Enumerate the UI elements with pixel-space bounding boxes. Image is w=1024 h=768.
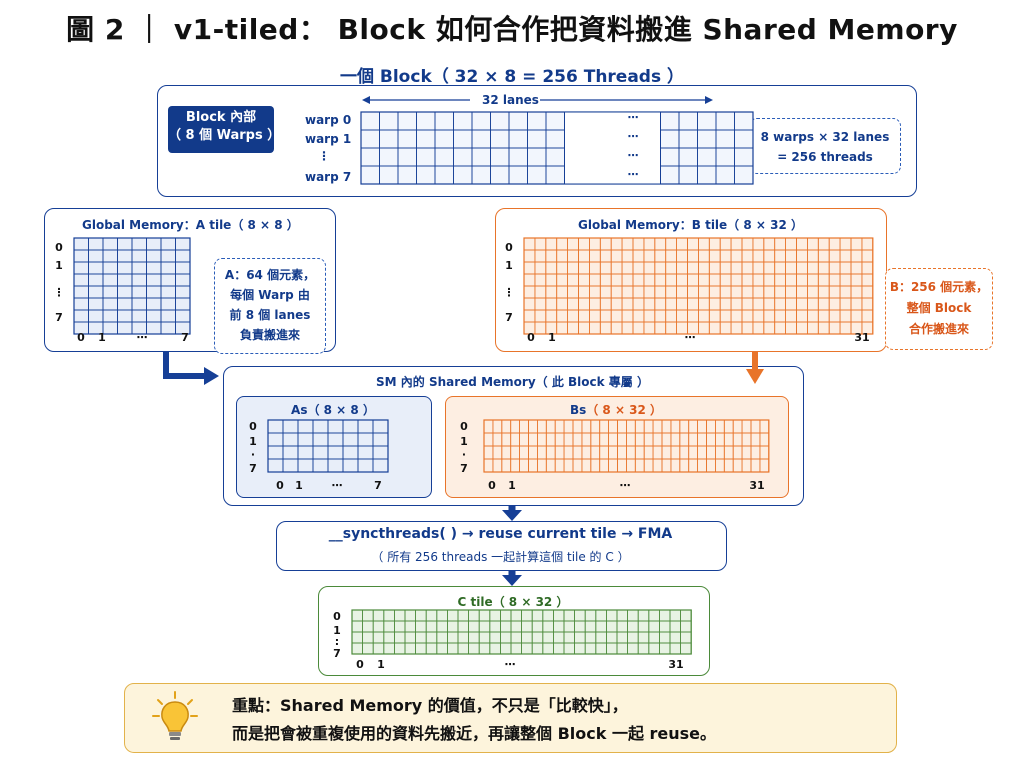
warp-label-0: warp 0 <box>305 113 352 127</box>
global-a-title: Global Memory：A tile（ 8 × 8 ） <box>82 218 299 232</box>
global-b-note: B：256 個元素， 整個 Block 合作搬進來 <box>885 268 993 350</box>
global-a-note: A：64 個元素， 每個 Warp 由 前 8 個 lanes 負責搬進來 <box>214 258 326 354</box>
key-point-line1: 重點：Shared Memory 的價值，不只是「比較快」， <box>232 696 628 715</box>
block-badge-line2: （ 8 個 Warps ） <box>168 128 281 143</box>
arrow-a-to-sm <box>163 352 206 379</box>
block-badge: Block 內部 （ 8 個 Warps ） <box>168 106 281 153</box>
global-b-note-line1: B：256 個元素， <box>889 280 989 294</box>
c-tile-title: C tile（ 8 × 32 ） <box>457 595 569 609</box>
block-note: 8 warps × 32 lanes = 256 threads <box>749 118 901 174</box>
lanes-label: 32 lanes <box>478 93 543 107</box>
sync-line2: （ 所有 256 threads 一起計算這個 tile 的 C ） <box>371 550 630 564</box>
warp-label-1: warp 1 <box>305 132 352 146</box>
global-a-note-line4: 負責搬進來 <box>239 328 300 342</box>
warp-label-dots: ⋮ <box>318 149 330 163</box>
key-point-line2: 而是把會被重複使用的資料先搬近，再讓整個 Block 一起 reuse。 <box>232 724 717 743</box>
key-point-box <box>124 683 897 753</box>
global-b-note-line2: 整個 Block <box>906 301 972 315</box>
block-badge-line1: Block 內部 <box>185 110 257 125</box>
block-heading: 一個 Block（ 32 × 8 = 256 Threads ） <box>339 67 685 87</box>
global-b-title: Global Memory：B tile（ 8 × 32 ） <box>578 218 803 232</box>
sync-line1: __syncthreads( ) → reuse current tile → … <box>328 526 673 542</box>
arrowhead-a-to-sm <box>204 367 219 385</box>
as-title: As（ 8 × 8 ） <box>291 403 375 417</box>
block-note-line1: 8 warps × 32 lanes <box>760 130 890 144</box>
global-a-note-line1: A：64 個元素， <box>224 268 316 282</box>
figure-title: 圖 2 ｜ v1-tiled： Block 如何合作把資料搬進 Shared M… <box>66 13 958 46</box>
sync-box <box>276 521 727 571</box>
bs-title: Bs（ 8 × 32 ） <box>445 401 787 418</box>
warp-label-7: warp 7 <box>305 170 352 184</box>
arrowhead-sm-to-sync <box>502 510 522 521</box>
lightbulb-icon <box>150 690 200 744</box>
block-note-line2: = 256 threads <box>777 150 873 164</box>
sm-title: SM 內的 Shared Memory（ 此 Block 專屬 ） <box>376 375 649 389</box>
global-b-note-line3: 合作搬進來 <box>908 322 969 336</box>
bs-dims: （ 8 × 32 ） <box>586 403 663 417</box>
bs-name: Bs <box>569 403 587 417</box>
global-a-note-line2: 每個 Warp 由 <box>230 288 310 302</box>
arrowhead-sync-to-c <box>502 575 522 586</box>
global-a-note-line3: 前 8 個 lanes <box>229 308 311 322</box>
